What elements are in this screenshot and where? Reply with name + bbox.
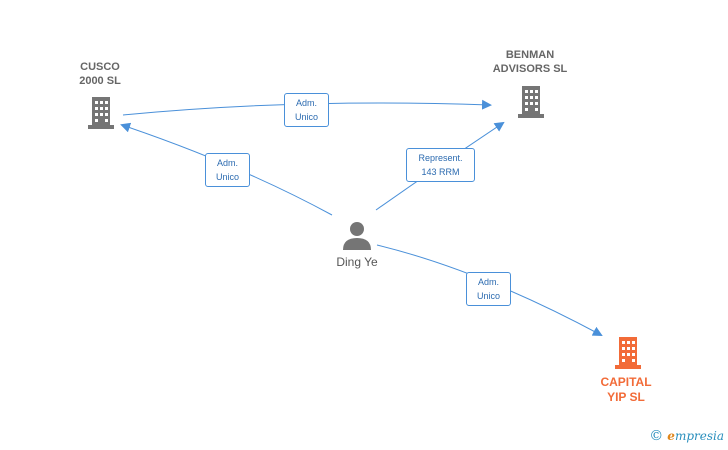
company-label-benman[interactable]: BENMAN ADVISORS SL [492,49,568,75]
person-label[interactable]: Ding Ye [336,255,378,269]
building-icon [88,97,114,129]
person-icon [343,222,371,250]
company-label-capital[interactable]: CAPITAL YIP SL [600,375,652,404]
company-label-cusco[interactable]: CUSCO 2000 SL [79,61,121,87]
copyright-icon: © [649,428,664,444]
empresia-logo-e: e [667,429,675,443]
building-icon-main [615,337,641,369]
edge-label-person-cusco: Adm. Unico [205,153,250,187]
empresia-logo-text: mpresia [674,429,724,443]
empresia-watermark: ©empresia [649,428,724,444]
edge-label-cusco-benman: Adm. Unico [284,93,329,127]
building-icon [518,86,544,118]
edge-label-person-benman: Represent. 143 RRM [406,148,475,182]
edge-label-person-capital: Adm. Unico [466,272,511,306]
